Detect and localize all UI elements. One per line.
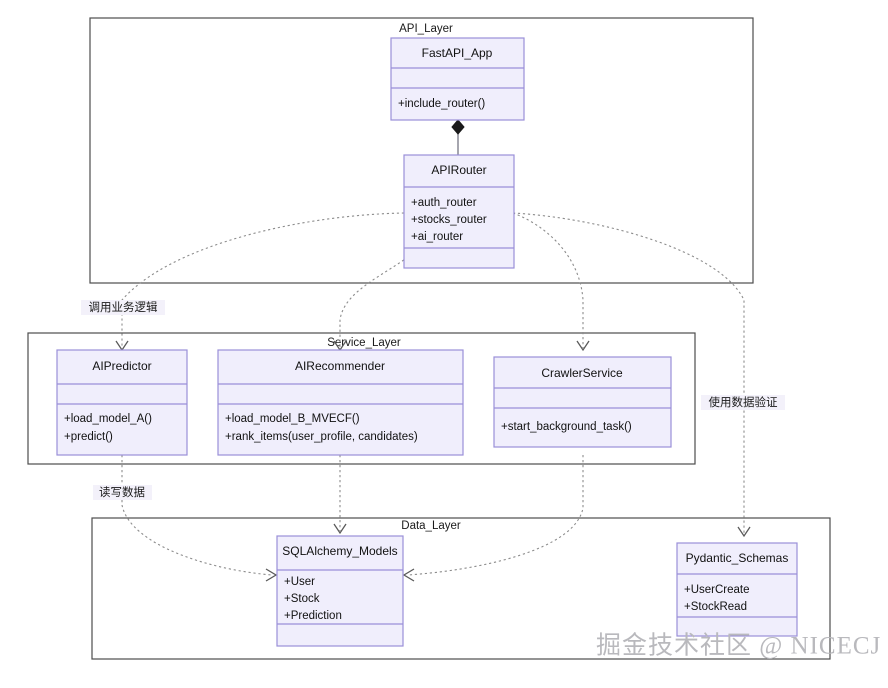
arrowhead-icon — [265, 568, 278, 582]
class-sqlalchemy-models-title: SQLAlchemy_Models — [282, 544, 397, 558]
frame-api-layer: API_Layer — [89, 17, 754, 284]
arrowhead-icon — [333, 523, 347, 535]
class-airecommender-box[interactable] — [217, 349, 464, 456]
edge-apirouter-to-crawlerservice-line — [512, 212, 584, 348]
frame-api-layer-label: API_Layer — [399, 23, 453, 35]
arrowhead-icon — [402, 568, 415, 582]
edge-label-read-write-data-text: 读写数据 — [99, 485, 145, 499]
class-sqlalchemy-models[interactable]: SQLAlchemy_Models +User +Stock +Predicti… — [276, 535, 404, 647]
class-apirouter-attribute-2: +ai_router — [411, 231, 463, 243]
class-sqlalchemy-models-attribute-0: +User — [284, 576, 315, 588]
arrowhead-icon — [576, 340, 590, 352]
frame-service-layer-label-bg — [325, 336, 403, 349]
class-aipredictor-method-1: +predict() — [64, 431, 113, 443]
class-apirouter-box[interactable] — [403, 154, 515, 269]
edge-apirouter-to-pydantic-schemas — [512, 212, 751, 538]
frame-service-layer-label: Service_Layer — [327, 337, 401, 349]
edge-crawlerservice-to-sqlalchemy-models — [402, 455, 584, 582]
edge-apirouter-to-pydantic-schemas-line — [512, 212, 745, 534]
class-aipredictor[interactable]: AIPredictor +load_model_A() +predict() — [56, 349, 188, 456]
class-aipredictor-box[interactable] — [56, 349, 188, 456]
frame-data-layer-label: Data_Layer — [401, 520, 461, 532]
edge-aipredictor-to-sqlalchemy-models — [121, 455, 278, 582]
arrowhead-icon — [737, 526, 751, 538]
class-pydantic-schemas-title: Pydantic_Schemas — [686, 551, 789, 565]
class-aipredictor-title: AIPredictor — [92, 359, 151, 373]
edge-label-call-business-logic: 调用业务逻辑 — [81, 300, 165, 315]
frame-data-layer-label-bg — [398, 519, 464, 532]
class-crawlerservice[interactable]: CrawlerService +start_background_task() — [493, 356, 672, 448]
edge-apirouter-to-aipredictor — [115, 212, 405, 352]
class-crawlerservice-title: CrawlerService — [541, 366, 623, 380]
class-apirouter[interactable]: APIRouter +auth_router +stocks_router +a… — [403, 154, 515, 269]
class-crawlerservice-box[interactable] — [493, 356, 672, 448]
watermark: 掘金技术社区 @ NICECJ — [596, 632, 881, 660]
class-airecommender-method-1: +rank_items(user_profile, candidates) — [225, 431, 418, 443]
class-pydantic-schemas-box[interactable] — [676, 542, 798, 637]
frame-data-layer-rect — [91, 517, 831, 660]
class-pydantic-schemas[interactable]: Pydantic_Schemas +UserCreate +StockRead — [676, 542, 798, 637]
class-sqlalchemy-models-attribute-1: +Stock — [284, 593, 320, 605]
class-apirouter-title: APIRouter — [431, 163, 486, 177]
frame-data-layer: Data_Layer — [91, 517, 831, 660]
frame-api-layer-label-bg — [393, 21, 459, 35]
class-crawlerservice-method-0: +start_background_task() — [501, 421, 632, 433]
class-pydantic-schemas-attribute-0: +UserCreate — [684, 584, 750, 596]
edge-label-call-business-logic-bg — [81, 300, 165, 315]
class-sqlalchemy-models-box[interactable] — [276, 535, 404, 647]
edge-fastapi-app-to-apirouter — [451, 119, 465, 155]
class-apirouter-attribute-0: +auth_router — [411, 197, 477, 209]
composition-diamond-icon — [451, 119, 465, 135]
edge-crawlerservice-to-sqlalchemy-models-line — [407, 455, 584, 576]
class-airecommender-method-0: +load_model_B_MVECF() — [225, 413, 360, 425]
edge-label-read-write-data-bg — [93, 485, 152, 500]
class-apirouter-attribute-1: +stocks_router — [411, 214, 487, 226]
frame-api-layer-rect — [89, 17, 754, 284]
edge-label-use-data-validation-text: 使用数据验证 — [709, 395, 778, 409]
edge-airecommender-to-sqlalchemy-models — [333, 455, 347, 535]
edge-apirouter-to-crawlerservice — [512, 212, 590, 352]
edge-label-read-write-data: 读写数据 — [93, 485, 152, 500]
edge-aipredictor-to-sqlalchemy-models-line — [121, 455, 273, 576]
frame-service-layer-rect — [27, 332, 696, 465]
class-fastapi-app[interactable]: FastAPI_App +include_router() — [390, 37, 525, 121]
class-airecommender[interactable]: AIRecommender +load_model_B_MVECF() +ran… — [217, 349, 464, 456]
frame-service-layer: Service_Layer — [27, 332, 696, 465]
edge-label-call-business-logic-text: 调用业务逻辑 — [89, 300, 158, 314]
class-fastapi-app-box[interactable] — [390, 37, 525, 121]
class-fastapi-app-title: FastAPI_App — [422, 46, 493, 60]
class-pydantic-schemas-attribute-1: +StockRead — [684, 601, 747, 613]
edge-label-use-data-validation: 使用数据验证 — [701, 395, 785, 410]
edge-label-use-data-validation-bg — [701, 395, 785, 410]
class-aipredictor-method-0: +load_model_A() — [64, 413, 152, 425]
class-airecommender-title: AIRecommender — [295, 359, 385, 373]
class-sqlalchemy-models-attribute-2: +Prediction — [284, 610, 342, 622]
edge-apirouter-to-aipredictor-line — [121, 212, 405, 348]
class-fastapi-app-method-0: +include_router() — [398, 98, 485, 110]
